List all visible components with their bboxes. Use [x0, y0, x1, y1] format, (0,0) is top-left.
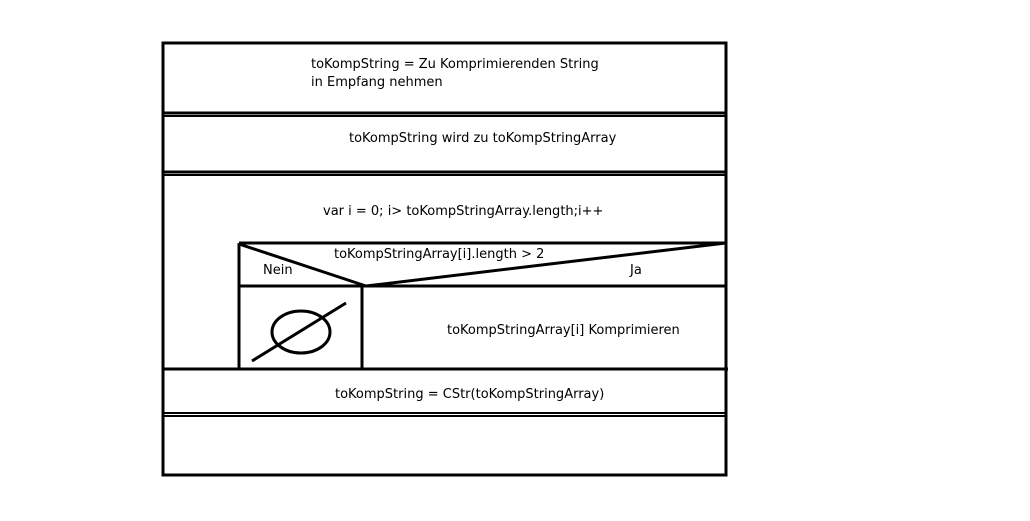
- split-block-text: toKompString wird zu toKompStringArray: [349, 131, 617, 146]
- yes-action-text: toKompStringArray[i] Komprimieren: [447, 323, 680, 338]
- loop-header-text: var i = 0; i> toKompStringArray.length;i…: [323, 204, 604, 219]
- if-diagonal-right: [365, 241, 727, 288]
- output-block-text: toKompString = CStr(toKompStringArray): [335, 387, 605, 402]
- branch-no-label: Nein: [263, 263, 293, 278]
- empty-set-icon: [251, 301, 347, 363]
- outer-frame: [161, 41, 728, 477]
- condition-text: toKompStringArray[i].length > 2: [334, 247, 545, 262]
- branch-yes-label: Ja: [630, 263, 642, 278]
- if-diagonal-left: [238, 242, 367, 288]
- input-block-text: toKompString = Zu Komprimierenden String…: [311, 57, 599, 90]
